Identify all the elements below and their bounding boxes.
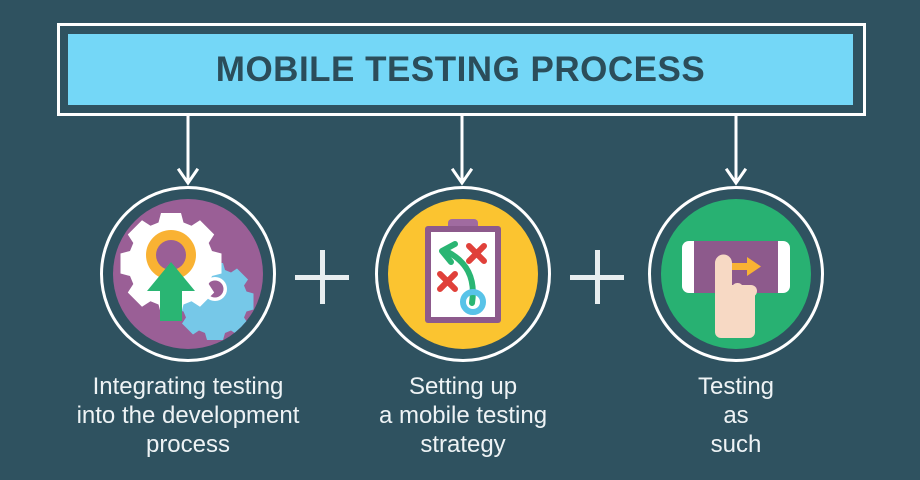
- gears-upward-arrow-icon: [113, 199, 263, 349]
- step-ring-3: [648, 186, 824, 362]
- step-circle-1: [100, 186, 276, 362]
- step-caption-1-line-2: into the development: [76, 402, 300, 429]
- step-caption-1: Integrating testing into the development…: [38, 372, 338, 459]
- step-caption-3-line-1: Testing: [697, 373, 775, 400]
- page-title: MOBILE TESTING PROCESS: [215, 50, 706, 89]
- step-caption-1-line-1: Integrating testing: [92, 373, 284, 400]
- tablet-hand-tap-icon: [661, 199, 811, 349]
- step-caption-2: Setting up a mobile testing strategy: [313, 372, 613, 459]
- connector-arrow-2: [450, 116, 474, 188]
- step-circle-3: [648, 186, 824, 362]
- connector-arrow-1: [176, 116, 200, 188]
- plus-separator-2: [570, 250, 624, 304]
- step-caption-2-line-3: strategy: [420, 431, 506, 458]
- step-caption-2-line-2: a mobile testing: [378, 402, 548, 429]
- clipboard-strategy-icon: [388, 199, 538, 349]
- step-ring-1: [100, 186, 276, 362]
- step-ring-2: [375, 186, 551, 362]
- banner-inner-box: [68, 34, 853, 105]
- step-circle-2: [375, 186, 551, 362]
- step-caption-2-line-1: Setting up: [408, 373, 518, 400]
- connector-arrow-3: [724, 116, 748, 188]
- step-caption-3-line-3: such: [710, 431, 762, 458]
- step-caption-1-line-3: process: [145, 431, 231, 458]
- plus-separator-1: [295, 250, 349, 304]
- step-caption-3-line-2: as: [723, 402, 749, 429]
- step-caption-3: Testing as such: [586, 372, 886, 459]
